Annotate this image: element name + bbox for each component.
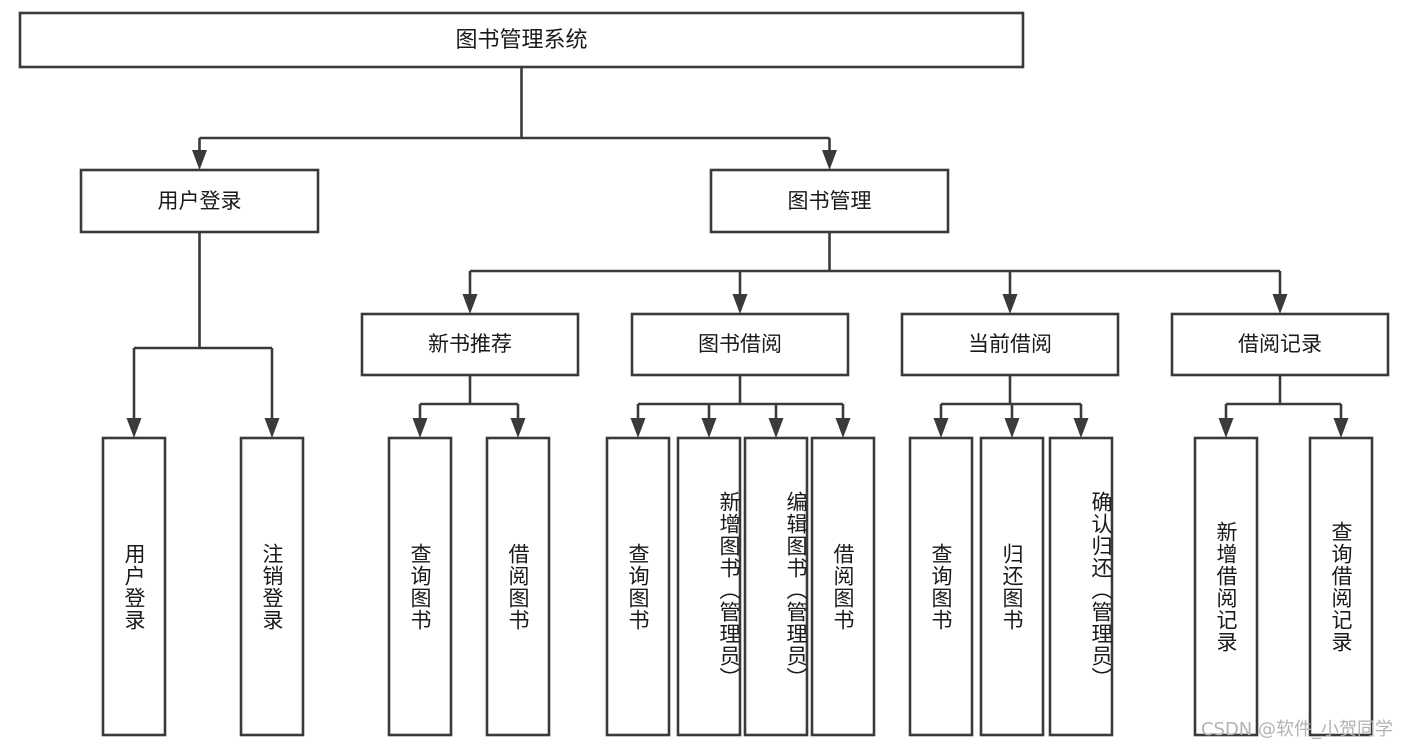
leaf-box-add-book-admin[interactable]: [676, 436, 742, 737]
connector-group-root: [192, 67, 837, 170]
node-borrow-records-box[interactable]: [1170, 312, 1390, 377]
node-borrow-records-label: 借阅记录: [1238, 332, 1322, 356]
connector-group-user-login: [126, 232, 280, 438]
node-book-borrow-box[interactable]: [630, 312, 850, 377]
connector-group-book-borrow: [630, 375, 851, 438]
leaf-box-query-books-2[interactable]: [605, 436, 671, 737]
node-book-management-label: 图书管理: [788, 189, 872, 213]
leaf-box-edit-book-admin[interactable]: [743, 436, 809, 737]
leaf-box-borrow-books-1[interactable]: [485, 436, 551, 737]
node-new-book-recommend[interactable]: 新书推荐: [360, 312, 580, 377]
node-user-login[interactable]: 用户登录: [79, 168, 320, 234]
node-root-box[interactable]: [18, 11, 1025, 69]
leaf-box-return-books[interactable]: [979, 436, 1045, 737]
leaf-box-query-record[interactable]: [1308, 436, 1374, 737]
node-book-management-box[interactable]: [709, 168, 950, 234]
connector-group-book-mgmt: [462, 232, 1288, 314]
node-root-label: 图书管理系统: [455, 28, 587, 53]
node-book-management[interactable]: 图书管理: [709, 168, 950, 234]
leaf-box-query-books-1[interactable]: [387, 436, 453, 737]
node-new-book-recommend-box[interactable]: [360, 312, 580, 377]
node-borrow-records[interactable]: 借阅记录: [1170, 312, 1390, 377]
node-root[interactable]: 图书管理系统: [18, 11, 1025, 69]
node-user-login-label: 用户登录: [158, 189, 242, 213]
leaf-box-confirm-return[interactable]: [1048, 436, 1114, 737]
node-current-borrow-box[interactable]: [900, 312, 1120, 377]
node-book-borrow-label: 图书借阅: [698, 332, 782, 356]
node-current-borrow-label: 当前借阅: [968, 332, 1052, 356]
node-current-borrow[interactable]: 当前借阅: [900, 312, 1120, 377]
leaf-box-query-books-3[interactable]: [908, 436, 974, 737]
leaf-box-add-record[interactable]: [1193, 436, 1259, 737]
connector-group-current-borrow: [933, 375, 1089, 438]
connector-group-borrow-records: [1218, 375, 1349, 438]
node-book-borrow[interactable]: 图书借阅: [630, 312, 850, 377]
leaf-box-borrow-books-2[interactable]: [810, 436, 876, 737]
leaf-box-user-login[interactable]: [101, 436, 167, 737]
csdn-watermark: CSDN @软件_小贺同学: [1200, 719, 1393, 740]
leaf-box-logout[interactable]: [239, 436, 305, 737]
connector-group-new-books: [412, 375, 526, 438]
node-new-book-recommend-label: 新书推荐: [428, 332, 512, 356]
node-user-login-box[interactable]: [79, 168, 320, 234]
